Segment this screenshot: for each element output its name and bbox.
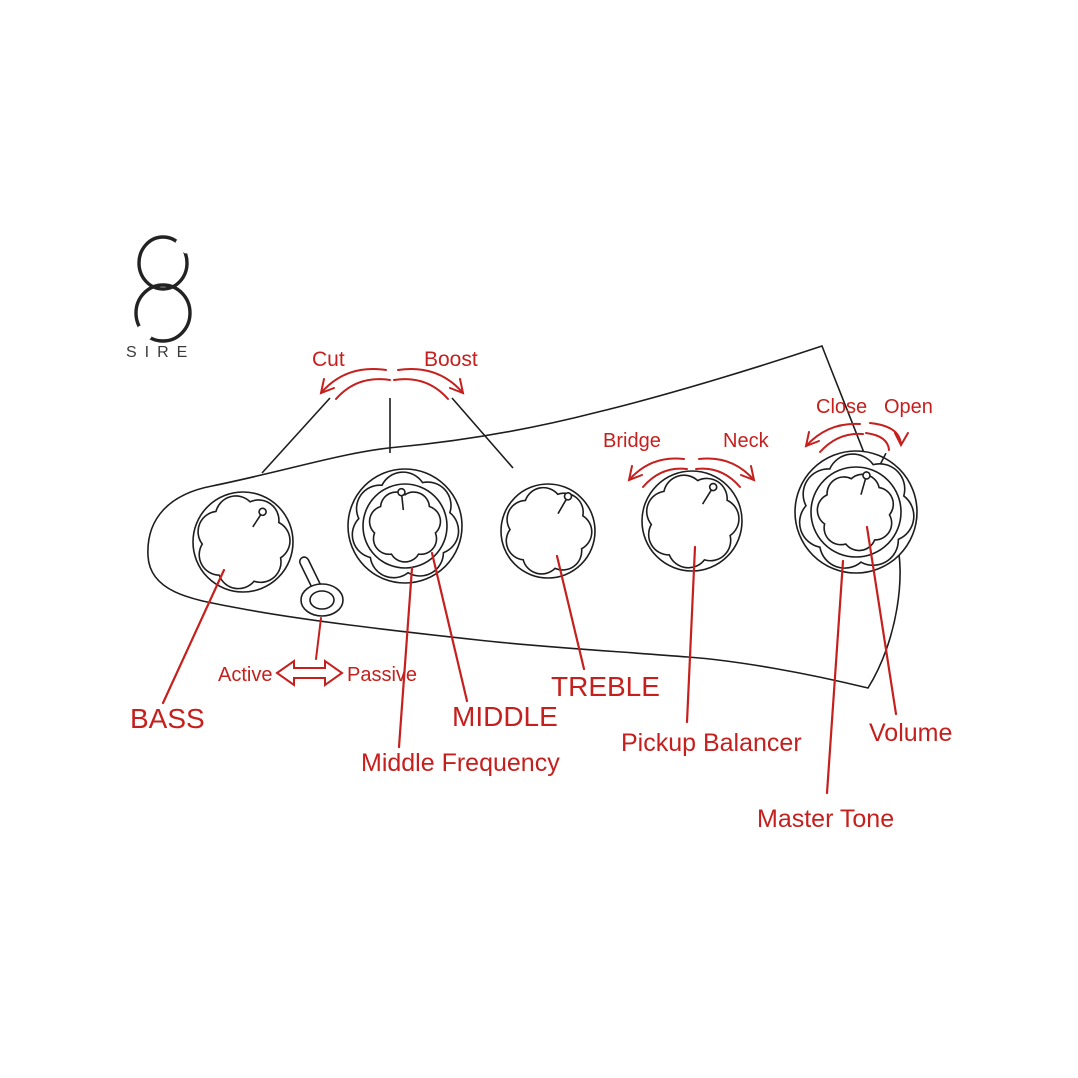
open-label: Open [884,396,933,418]
cut-label: Cut [312,348,345,371]
middle-knob-outer-ring [347,468,463,584]
active-passive-switch [298,556,344,617]
callout-line-pickup-balancer [685,545,697,724]
pickup-balancer-knob [638,469,745,575]
sire-logo-gap-top [175,239,190,254]
boost-label: Boost [424,348,478,371]
switch-base-outer [300,583,344,617]
middle-label: MIDDLE [452,701,558,732]
callout-line-bass [161,568,226,705]
cut-arrow [319,368,391,400]
active-label: Active [218,664,272,686]
bridge-neck-annotation: Bridge Neck [603,430,770,488]
master-tone-label: Master Tone [757,805,894,833]
knob-callout-lines [161,525,898,795]
middle-knob-pointer [397,487,406,511]
sire-logo-lower-loop [134,283,192,343]
knob-labels: BASS MIDDLE Middle Frequency TREBLE Pick… [130,671,952,833]
sire-logo-text: SIRE [126,344,195,361]
treble-label: TREBLE [551,671,660,702]
treble-knob-outer-ring [500,483,596,579]
callout-line-treble [555,554,586,671]
middle-knob [334,457,475,597]
sire-logo-gap-bottom [137,325,152,340]
neck-label: Neck [723,430,770,452]
switch-callout-line [315,617,322,660]
bridge-arrow [627,457,688,488]
boost-arrow [393,368,465,400]
neck-arrow [695,457,756,488]
callout-line-volume [865,525,898,716]
cut-boost-connector-lines [261,397,514,474]
callout-line-master-tone [825,559,845,795]
pickup-balancer-pointer [701,482,718,505]
active-passive-annotation: Active Passive [218,617,417,687]
sire-logo-upper-loop [137,235,189,291]
bass-knob-pointer [252,507,267,528]
treble-knob [494,479,602,586]
volume-knob-inner-ring [810,466,902,558]
pickup-balancer-label: Pickup Balancer [621,729,802,757]
volume-tone-knob [781,439,930,588]
passive-label: Passive [347,664,417,686]
connector-line-bass [261,397,331,474]
open-arrow [865,422,909,451]
middle-knob-inner-ring [362,483,448,569]
volume-label: Volume [869,719,952,747]
pickup-balancer-outer-ring [641,470,743,572]
connector-line-treble [451,397,514,469]
treble-knob-pointer [557,492,573,515]
callout-line-middle [430,551,469,703]
bass-knob-outer-ring [192,491,294,593]
bridge-label: Bridge [603,430,661,452]
bass-knob [188,489,298,598]
volume-knob-pointer [860,471,871,495]
close-arrow [804,422,864,453]
callout-line-middle-frequency [397,566,414,749]
middle-frequency-label: Middle Frequency [361,749,560,777]
switch-base-inner [309,590,335,610]
volume-knob-outer-ring [794,450,918,574]
volume-knob-outer-tick [879,452,887,465]
cut-boost-annotation: Cut Boost [312,348,478,400]
close-label: Close [816,396,867,418]
sire-logo: SIRE [126,235,195,361]
active-passive-double-arrow [275,659,344,687]
bass-label: BASS [130,703,205,734]
close-open-annotation: Close Open [804,396,933,453]
